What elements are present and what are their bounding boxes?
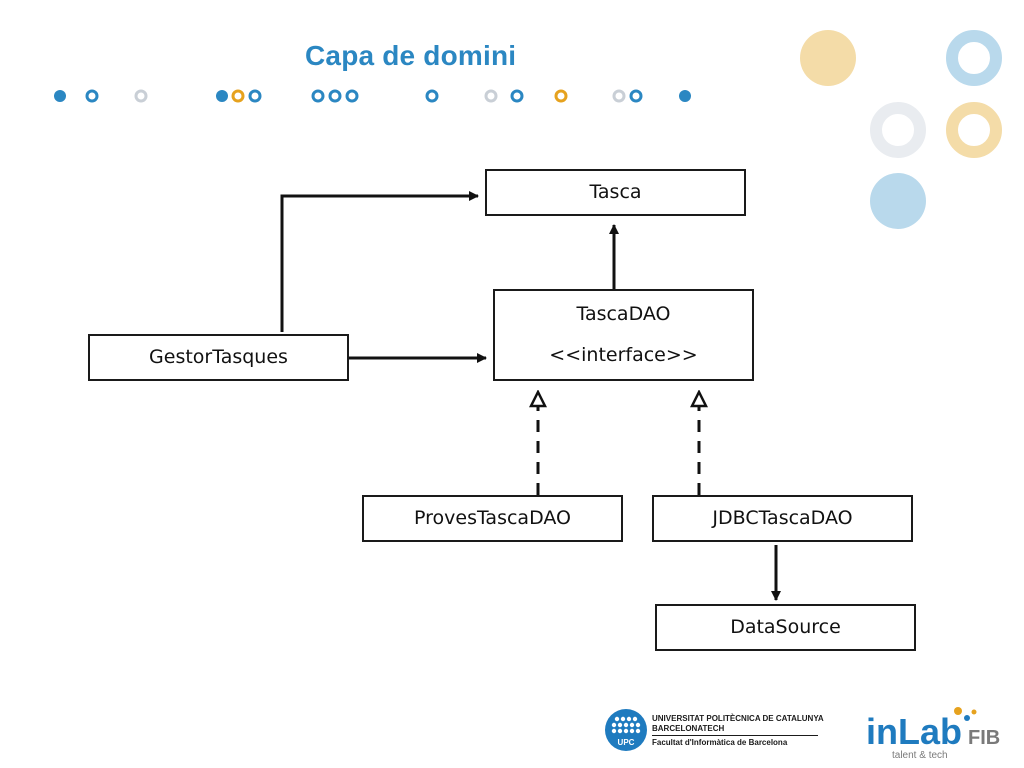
dot-ring <box>231 89 245 103</box>
class-box-gestortasques: GestorTasques <box>88 334 349 381</box>
dot-ring <box>629 89 643 103</box>
inlab-fib: FIB <box>968 727 1000 749</box>
inlab-dot-orange <box>954 707 962 715</box>
inlab-in: in <box>866 711 898 752</box>
dot-ring <box>134 89 148 103</box>
upc-abbrev: UPC <box>618 738 635 747</box>
dot-ring <box>311 89 325 103</box>
circle-orange-ring <box>946 102 1002 158</box>
class-name: TascaDAO <box>576 303 671 326</box>
dot-ring <box>484 89 498 103</box>
dot-ring <box>345 89 359 103</box>
dot-filled <box>54 90 66 102</box>
class-name: Tasca <box>589 181 642 204</box>
upc-emblem-icon: UPC <box>605 709 647 751</box>
upc-university-name: UNIVERSITAT POLITÈCNICA DE CATALUNYA <box>652 714 824 723</box>
dot-ring <box>328 89 342 103</box>
circle-blue-ring <box>946 30 1002 86</box>
dot-filled <box>216 90 228 102</box>
class-name: GestorTasques <box>149 346 288 369</box>
class-box-jdbctascadao: JDBCTascaDAO <box>652 495 913 542</box>
inlab-dot-blue <box>964 715 970 721</box>
dot-ring <box>248 89 262 103</box>
inlab-dot-orange-small <box>971 709 977 715</box>
circle-grey-ring <box>870 102 926 158</box>
class-name: JDBCTascaDAO <box>712 507 853 530</box>
upc-barcelonatech: BARCELONATECH <box>652 724 725 733</box>
inlab-logo-graphic: inLab FIB talent & tech <box>866 707 1000 761</box>
circle-blue-solid <box>870 173 926 229</box>
class-box-tasca: Tasca <box>485 169 746 216</box>
class-name: ProvesTascaDAO <box>414 507 571 530</box>
inlab-tagline: talent & tech <box>892 750 948 761</box>
dot-ring <box>425 89 439 103</box>
association-gestor-to-tasca <box>280 191 479 332</box>
class-box-tascadao: TascaDAO <<interface>> <box>493 289 754 381</box>
inlab-lab: Lab <box>898 711 962 752</box>
dot-filled <box>679 90 691 102</box>
dot-ring <box>510 89 524 103</box>
class-box-provestascadao: ProvesTascaDAO <box>362 495 623 542</box>
upc-divider <box>652 735 818 736</box>
dot-ring <box>85 89 99 103</box>
class-name: DataSource <box>730 616 841 639</box>
inlab-fib-logo: inLab FIB talent & tech <box>866 706 1016 767</box>
dot-ring <box>554 89 568 103</box>
dot-ring <box>612 89 626 103</box>
class-box-datasource: DataSource <box>655 604 916 651</box>
stereotype-label: <<interface>> <box>549 344 698 366</box>
svg-text:inLab: inLab <box>866 711 962 752</box>
circle-orange-solid <box>800 30 856 86</box>
upc-faculty-name: Facultat d'Informàtica de Barcelona <box>652 738 788 747</box>
slide-title: Capa de domini <box>305 40 517 71</box>
